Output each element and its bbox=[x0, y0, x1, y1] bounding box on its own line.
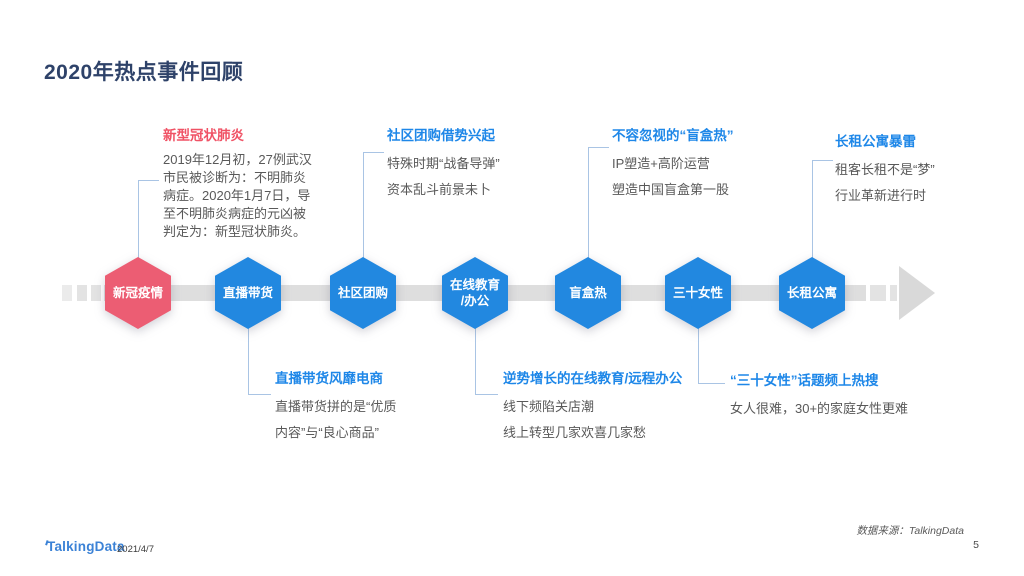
timeline-dash bbox=[91, 285, 101, 301]
annotation-long-term-rental: 长租公寓暴雷 租客长租不是“梦” 行业革新进行时 bbox=[835, 130, 935, 209]
connector-line bbox=[812, 160, 833, 161]
logo-text: TalkingData bbox=[47, 539, 125, 554]
timeline-dash bbox=[77, 285, 87, 301]
annotation-line: 直播带货拼的是“优质 bbox=[275, 399, 397, 414]
timeline-node-livestream: 直播带货 bbox=[215, 257, 281, 329]
annotation-line: IP塑造+高阶运营 bbox=[612, 156, 710, 171]
annotation-title: 逆势增长的在线教育/远程办公 bbox=[503, 371, 683, 386]
annotation-title: 直播带货风靡电商 bbox=[275, 371, 383, 386]
footer-date: 2021/4/7 bbox=[117, 544, 154, 555]
annotation-line: 内容”与“良心商品” bbox=[275, 425, 379, 440]
annotation-line: 女人很难，30+的家庭女性更难 bbox=[730, 401, 909, 416]
annotation-line: 线上转型几家欢喜几家愁 bbox=[503, 425, 647, 440]
node-label: 直播带货 bbox=[222, 286, 273, 300]
connector-line bbox=[363, 152, 384, 153]
timeline-dash bbox=[62, 285, 72, 301]
connector-line bbox=[588, 147, 609, 148]
node-label: 三十女性 bbox=[672, 286, 723, 300]
connector-line bbox=[475, 394, 498, 395]
annotation-livestream: 直播带货风靡电商 直播带货拼的是“优质 内容”与“良心商品” bbox=[275, 367, 396, 446]
connector-line bbox=[138, 180, 159, 181]
annotation-thirty-women: “三十女性”话题频上热搜 女人很难，30+的家庭女性更难 bbox=[730, 369, 908, 422]
timeline-dash bbox=[870, 285, 886, 301]
data-source-note: 数据来源：TalkingData bbox=[856, 525, 964, 537]
talkingdata-logo: TalkingData bbox=[44, 539, 125, 554]
node-label: 盲盒热 bbox=[569, 286, 607, 300]
timeline-arrow-icon bbox=[899, 266, 935, 320]
annotation-title: “三十女性”话题频上热搜 bbox=[730, 373, 879, 388]
connector-line bbox=[138, 180, 139, 258]
annotation-group-buying: 社区团购借势兴起 特殊时期“战备导弹” 资本乱斗前景未卜 bbox=[387, 124, 500, 203]
annotation-line: 线下频陷关店潮 bbox=[503, 399, 595, 414]
timeline-node-thirty-women: 三十女性 bbox=[665, 257, 731, 329]
page-number: 5 bbox=[973, 539, 979, 551]
page-title: 2020年热点事件回顾 bbox=[44, 61, 244, 84]
annotation-title: 长租公寓暴雷 bbox=[835, 134, 916, 149]
annotation-line: 资本乱斗前景未卜 bbox=[387, 182, 492, 197]
timeline-node-group-buying: 社区团购 bbox=[330, 257, 396, 329]
connector-line bbox=[698, 328, 699, 383]
node-label: 社区团购 bbox=[337, 286, 388, 300]
connector-line bbox=[475, 328, 476, 394]
annotation-line: 至不明肺炎病症的元凶被 bbox=[163, 206, 307, 221]
annotation-line: 病症。2020年1月7日，导 bbox=[163, 188, 311, 203]
node-label: 在线教育 /办公 bbox=[449, 278, 500, 308]
annotation-line: 租客长租不是“梦” bbox=[835, 162, 935, 177]
connector-line bbox=[588, 147, 589, 258]
timeline-node-covid: 新冠疫情 bbox=[105, 257, 171, 329]
annotation-online-education: 逆势增长的在线教育/远程办公 线下频陷关店潮 线上转型几家欢喜几家愁 bbox=[503, 367, 682, 446]
timeline-dash bbox=[890, 285, 897, 301]
annotation-title: 社区团购借势兴起 bbox=[387, 128, 495, 143]
connector-line bbox=[248, 328, 249, 394]
annotation-title: 新型冠状肺炎 bbox=[163, 128, 244, 143]
annotation-line: 市民被诊断为：不明肺炎 bbox=[163, 170, 307, 185]
connector-line bbox=[363, 152, 364, 258]
connector-line bbox=[812, 160, 813, 258]
connector-line bbox=[698, 383, 725, 384]
annotation-line: 特殊时期“战备导弹” bbox=[387, 156, 500, 171]
node-label: 新冠疫情 bbox=[112, 286, 163, 300]
annotation-line: 2019年12月初，27例武汉 bbox=[163, 152, 312, 167]
timeline-node-long-term-rental: 长租公寓 bbox=[779, 257, 845, 329]
timeline-node-online-education: 在线教育 /办公 bbox=[442, 257, 508, 329]
annotation-covid: 新型冠状肺炎 2019年12月初，27例武汉 市民被诊断为：不明肺炎 病症。20… bbox=[163, 124, 312, 241]
node-label: 长租公寓 bbox=[786, 286, 837, 300]
timeline-node-blind-box: 盲盒热 bbox=[555, 257, 621, 329]
annotation-title: 不容忽视的“盲盒热” bbox=[612, 128, 734, 143]
annotation-blind-box: 不容忽视的“盲盒热” IP塑造+高阶运营 塑造中国盲盒第一股 bbox=[612, 124, 734, 203]
connector-line bbox=[248, 394, 271, 395]
annotation-line: 行业革新进行时 bbox=[835, 188, 927, 203]
annotation-line: 判定为：新型冠状肺炎。 bbox=[163, 224, 307, 239]
annotation-line: 塑造中国盲盒第一股 bbox=[612, 182, 730, 197]
